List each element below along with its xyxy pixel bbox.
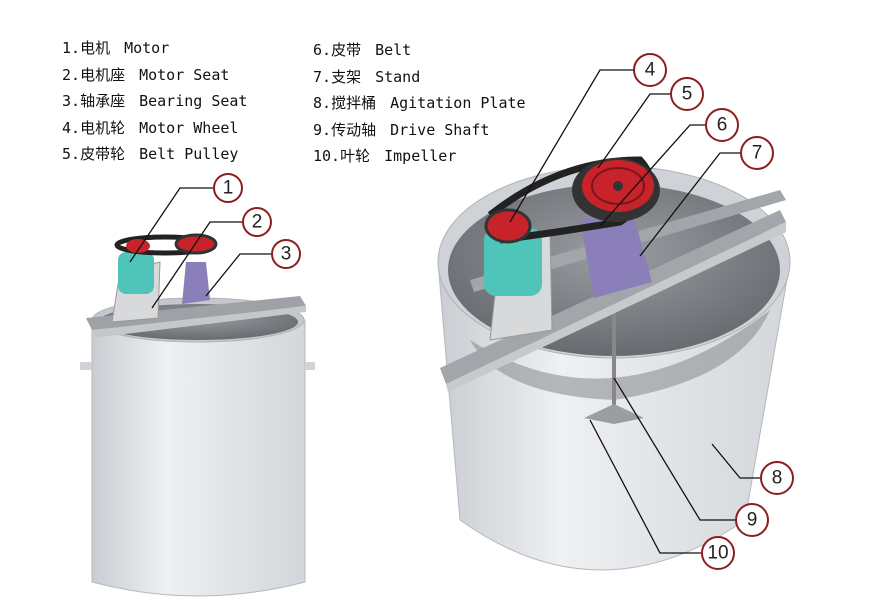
callout-2: 2 [242, 207, 272, 237]
callout-7: 7 [740, 136, 774, 170]
svg-text:6: 6 [717, 115, 728, 136]
svg-text:5: 5 [682, 84, 693, 105]
svg-text:10: 10 [707, 543, 728, 564]
stand-large [580, 210, 652, 298]
svg-text:2: 2 [252, 212, 263, 233]
small-agitator-tank [80, 233, 315, 597]
large-agitator-tank [437, 156, 791, 571]
callout-8: 8 [760, 461, 794, 495]
callout-9: 9 [735, 503, 769, 537]
svg-text:3: 3 [281, 244, 292, 265]
stand-small [182, 262, 210, 304]
motor-large [484, 228, 542, 296]
callout-6: 6 [705, 108, 739, 142]
callout-3: 3 [271, 239, 301, 269]
svg-text:7: 7 [752, 143, 763, 164]
svg-text:8: 8 [772, 468, 783, 489]
callout-10: 10 [701, 536, 735, 570]
impeller [584, 404, 644, 424]
callout-1: 1 [213, 173, 243, 203]
svg-text:9: 9 [747, 510, 758, 531]
callout-4: 4 [633, 53, 667, 87]
motor-small [118, 252, 154, 294]
svg-text:4: 4 [645, 60, 656, 81]
callout-5: 5 [670, 77, 704, 111]
leader-lines [129, 69, 761, 554]
svg-text:1: 1 [223, 178, 234, 199]
